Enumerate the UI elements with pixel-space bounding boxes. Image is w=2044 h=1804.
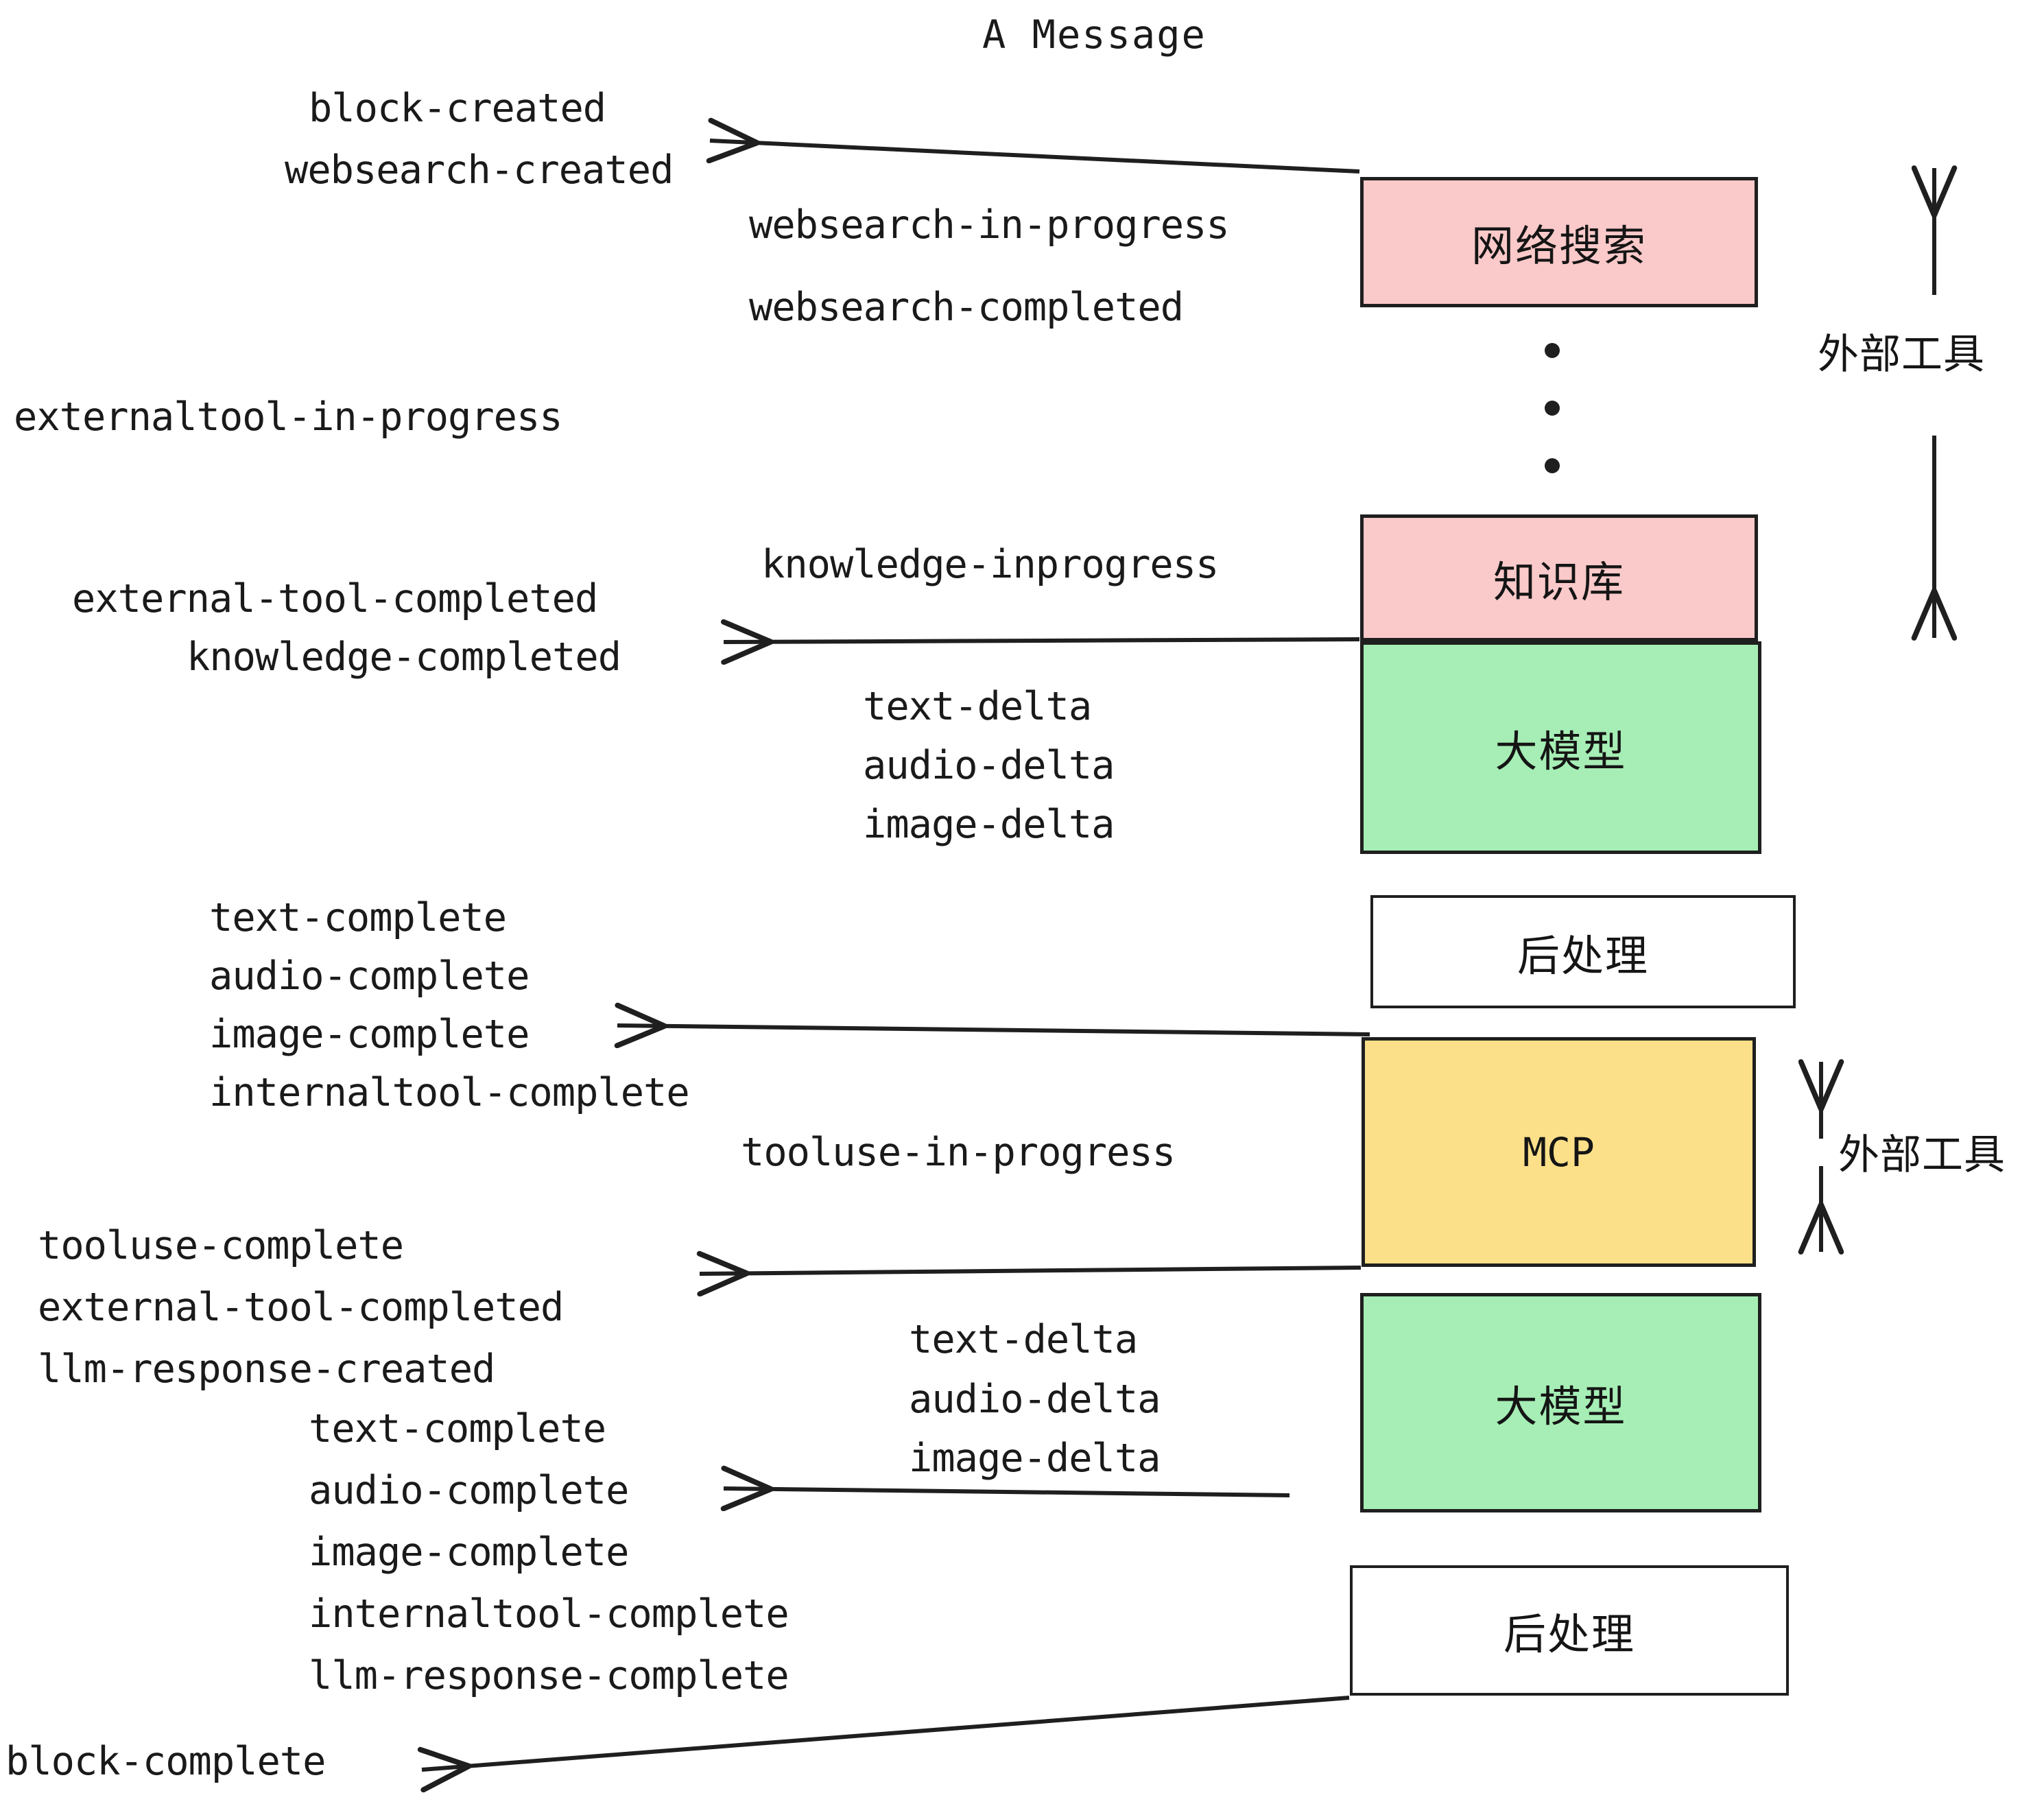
event-label-block-complete: block-complete [5, 1739, 326, 1784]
event-label-text-delta-2: text-delta [909, 1317, 1138, 1362]
page-title: A Message [982, 12, 1207, 58]
event-label-audio-delta-2: audio-delta [909, 1377, 1161, 1422]
event-label-text-complete-2: text-complete [309, 1406, 606, 1451]
node-postprocessing-1-label: 后处理 [1517, 930, 1649, 981]
node-postprocessing-1[interactable]: 后处理 [1370, 895, 1796, 1008]
event-label-text-complete-1: text-complete [209, 895, 507, 940]
event-label-audio-delta-1: audio-delta [863, 743, 1115, 788]
ellipsis-dot-1 [1545, 343, 1560, 358]
ellipsis-dot-2 [1545, 401, 1560, 416]
event-label-websearch-in-progress: websearch-in-progress [749, 202, 1230, 248]
node-llm-2-label: 大模型 [1495, 1381, 1627, 1432]
node-postprocessing-2[interactable]: 后处理 [1350, 1565, 1789, 1696]
ellipsis-dot-3 [1545, 458, 1560, 473]
event-label-audio-complete-2: audio-complete [309, 1468, 629, 1513]
event-label-knowledge-inprogress: knowledge-inprogress [761, 542, 1219, 587]
node-websearch-label: 网络搜索 [1471, 221, 1647, 271]
event-label-tooluse-complete: tooluse-complete [38, 1223, 404, 1268]
vertical-ellipsis [1543, 343, 1561, 473]
arrow-postproc1-to-image-complete [617, 1025, 1370, 1034]
arrow-websearch-to-created [710, 141, 1360, 174]
node-websearch[interactable]: 网络搜索 [1360, 177, 1758, 307]
node-llm-2[interactable]: 大模型 [1360, 1293, 1761, 1512]
event-label-internaltool-complete-2: internaltool-complete [309, 1591, 789, 1637]
node-postprocessing-2-label: 后处理 [1503, 1609, 1635, 1659]
event-label-image-complete-2: image-complete [309, 1530, 629, 1575]
node-knowledge-label: 知识库 [1493, 556, 1625, 607]
event-label-llm-response-created: llm-response-created [38, 1346, 495, 1392]
node-llm-1-label: 大模型 [1495, 726, 1627, 776]
event-label-externaltool-in-progress: externaltool-in-progress [14, 394, 563, 440]
node-mcp-label: MCP [1523, 1128, 1595, 1176]
node-llm-1[interactable]: 大模型 [1360, 641, 1761, 854]
node-mcp[interactable]: MCP [1362, 1037, 1756, 1267]
side-label-external-tools-top: 外部工具 [1818, 331, 1985, 379]
event-label-websearch-completed: websearch-completed [749, 285, 1184, 330]
arrow-llm2-to-audio-complete [724, 1488, 1290, 1495]
event-label-external-tool-completed-1: external-tool-completed [72, 576, 598, 621]
event-label-image-delta-1: image-delta [863, 802, 1115, 847]
event-label-block-created: block-created [309, 86, 606, 131]
event-label-llm-response-complete: llm-response-complete [309, 1653, 789, 1698]
event-label-knowledge-completed: knowledge-completed [187, 634, 621, 680]
event-label-websearch-created: websearch-created [285, 147, 674, 193]
event-label-image-delta-2: image-delta [909, 1436, 1161, 1481]
side-label-external-tools-bottom: 外部工具 [1838, 1131, 2006, 1179]
arrow-postproc2-to-block-complete [422, 1696, 1350, 1770]
event-label-external-tool-completed-2: external-tool-completed [38, 1285, 564, 1330]
event-label-image-complete-1: image-complete [209, 1012, 530, 1057]
event-label-tooluse-in-progress: tooluse-in-progress [741, 1130, 1176, 1175]
arrow-knowledge-to-completed [724, 639, 1360, 642]
event-label-text-delta-1: text-delta [863, 684, 1092, 729]
event-label-audio-complete-1: audio-complete [209, 953, 530, 999]
arrow-mcp-to-tooluse-complete [700, 1268, 1362, 1274]
node-knowledge[interactable]: 知识库 [1360, 514, 1758, 641]
event-label-internaltool-complete-1: internaltool-complete [209, 1070, 690, 1115]
